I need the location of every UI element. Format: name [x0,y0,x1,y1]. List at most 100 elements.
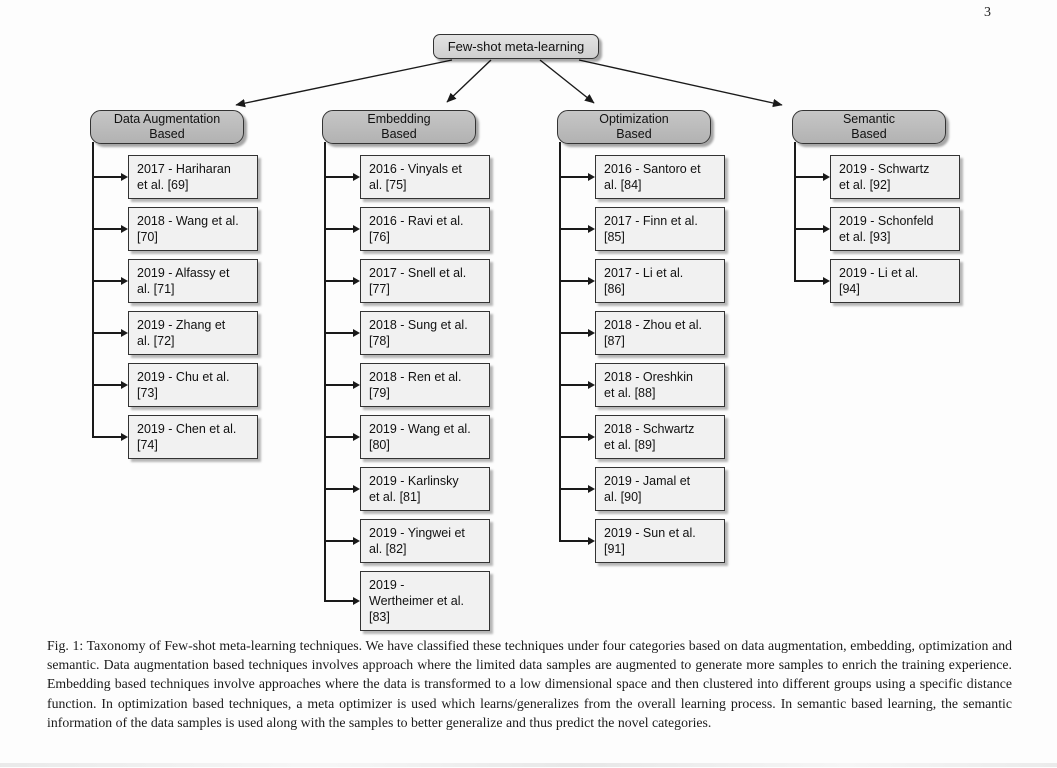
connector-line [560,332,589,334]
arrow-head-icon [588,173,595,181]
connector-line [325,228,354,230]
connector-line [560,488,589,490]
taxonomy-node: 2017 - Finn et al. [85] [595,207,725,251]
category-header-label-line: Data Augmentation [113,112,221,126]
arrow-head-icon [121,381,128,389]
connector-line [560,436,589,438]
scan-artifact [0,763,1057,767]
connector-line [325,332,354,334]
connector-line [325,436,354,438]
arrow-head-icon [121,329,128,337]
connector-line [325,280,354,282]
taxonomy-node: 2018 - Zhou et al. [87] [595,311,725,355]
arrow-head-icon [588,485,595,493]
arrow-head-icon [353,381,360,389]
arrow-head-icon [588,225,595,233]
taxonomy-node: 2017 - Hariharan et al. [69] [128,155,258,199]
connector-line [93,332,122,334]
taxonomy-node: 2019 - Karlinsky et al. [81] [360,467,490,511]
category-leaves: 2019 - Schwartz et al. [92] 2019 - Schonf… [830,155,962,303]
taxonomy-node: 2019 - Wertheimer et al. [83] [360,571,490,631]
connector-line [560,176,589,178]
arrow-head-icon [353,173,360,181]
taxonomy-node: 2018 - Wang et al. [70] [128,207,258,251]
category-header-label-line: Based [381,127,417,141]
taxonomy-node: 2016 - Ravi et al. [76] [360,207,490,251]
category-leaves: 2016 - Vinyals et al. [75] 2016 - Ravi et… [360,155,492,631]
arrow-head-icon [353,597,360,605]
connector-line [795,280,824,282]
category-header-label-line: Semantic [842,112,896,126]
arrow-head-icon [353,537,360,545]
taxonomy-node: 2019 - Chen et al. [74] [128,415,258,459]
taxonomy-node: 2016 - Vinyals et al. [75] [360,155,490,199]
taxonomy-node: 2019 - Wang et al. [80] [360,415,490,459]
category-leaves: 2016 - Santoro et al. [84] 2017 - Finn et… [595,155,727,563]
arrow-head-icon [588,329,595,337]
arrow-head-icon [121,173,128,181]
connector-line [93,228,122,230]
connector-line [325,600,354,602]
connector-line [795,228,824,230]
category-leaves: 2017 - Hariharan et al. [69] 2018 - Wang … [128,155,260,459]
taxonomy-node: 2018 - Schwartz et al. [89] [595,415,725,459]
root-node-label: Few-shot meta-learning [447,39,585,54]
connector-line [325,488,354,490]
arrow-head-icon [353,433,360,441]
connector-trunk-line [559,142,561,542]
connector-line [795,176,824,178]
taxonomy-node: 2018 - Ren et al. [79] [360,363,490,407]
category-header-label-line: Based [851,127,887,141]
arrow-head-icon [353,485,360,493]
connector-line [93,176,122,178]
taxonomy-node: 2019 - Chu et al. [73] [128,363,258,407]
arrow-head-icon [121,433,128,441]
category-header-label-line: Based [149,127,185,141]
taxonomy-node: 2019 - Sun et al. [91] [595,519,725,563]
page-number: 3 [984,5,991,20]
taxonomy-node: 2016 - Santoro et al. [84] [595,155,725,199]
connector-line [560,280,589,282]
connector-line [325,540,354,542]
category-header-label-line: Optimization [599,112,669,126]
arrow-head-icon [353,277,360,285]
connector-trunk-line [92,142,94,438]
connector-line [93,436,122,438]
taxonomy-node: 2019 - Schonfeld et al. [93] [830,207,960,251]
arrow-head-icon [588,537,595,545]
connector-line [93,384,122,386]
taxonomy-node: 2017 - Li et al. [86] [595,259,725,303]
arrow-head-icon [121,277,128,285]
arrow-head-icon [588,277,595,285]
connector-line [325,384,354,386]
taxonomy-node: 2019 - Alfassy et al. [71] [128,259,258,303]
taxonomy-node: 2019 - Yingwei et al. [82] [360,519,490,563]
arrow-head-icon [823,277,830,285]
taxonomy-node: 2019 - Schwartz et al. [92] [830,155,960,199]
taxonomy-node: 2019 - Zhang et al. [72] [128,311,258,355]
root-node-few-shot-meta-learning: Few-shot meta-learning [433,34,599,59]
connector-line [325,176,354,178]
category-header-label-line: Embedding [367,112,431,126]
connector-line [560,540,589,542]
taxonomy-node: 2019 - Jamal et al. [90] [595,467,725,511]
arrow-head-icon [588,381,595,389]
connector-trunk-line [324,142,326,602]
figure-caption: Fig. 1: Taxonomy of Few-shot meta-learni… [47,638,1012,730]
connector-line [93,280,122,282]
arrow-head-icon [353,225,360,233]
arrow-head-icon [353,329,360,337]
arrow-head-icon [823,225,830,233]
taxonomy-node: 2019 - Li et al. [94] [830,259,960,303]
arrow-head-icon [588,433,595,441]
connector-line [560,384,589,386]
